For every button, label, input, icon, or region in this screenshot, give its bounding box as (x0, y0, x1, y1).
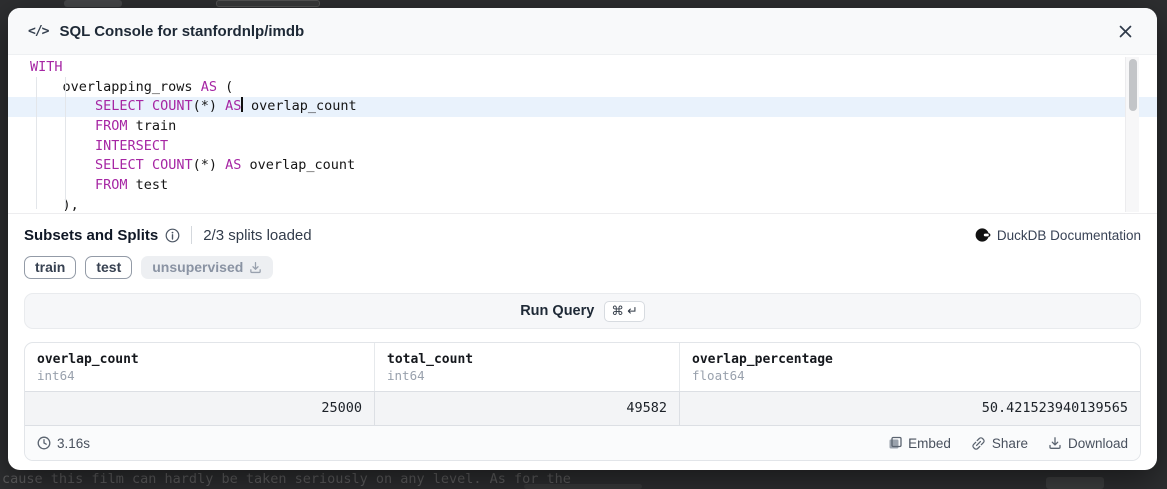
split-pills: train test unsupervised (24, 256, 1141, 279)
table-cell: 25000 (25, 392, 375, 425)
sql-code: WITH overlapping_rows AS ( SELECT COUNT(… (8, 58, 1157, 213)
column-header: total_count int64 (375, 343, 680, 391)
modal-title: SQL Console for stanfordnlp/imdb (59, 22, 305, 40)
sql-line: ), (30, 196, 79, 213)
share-button[interactable]: Share (971, 436, 1028, 451)
duration-value: 3.16s (57, 435, 91, 451)
code-icon: </> (28, 23, 50, 39)
splits-loaded-status: 2/3 splits loaded (203, 226, 312, 244)
sql-line: SELECT COUNT(*) AS overlap_count (95, 157, 356, 174)
background-page-text: cause this film can hardly be taken seri… (2, 471, 571, 487)
divider (191, 226, 193, 244)
duckdb-icon (975, 228, 991, 242)
sql-line: INTERSECT (95, 137, 169, 154)
keyboard-shortcut-badge: ⌘ ↵ (604, 300, 645, 322)
result-actions: Embed Share (888, 436, 1128, 451)
modal-header: </> SQL Console for stanfordnlp/imdb (8, 8, 1157, 55)
info-icon[interactable] (165, 228, 180, 243)
run-query-button[interactable]: Run Query ⌘ ↵ (24, 293, 1141, 329)
embed-button[interactable]: Embed (888, 436, 951, 451)
share-icon (972, 436, 985, 450)
background-fragment (64, 0, 122, 7)
editor-scrollbar-thumb[interactable] (1129, 59, 1137, 111)
console-body: Subsets and Splits 2/3 splits loaded (8, 214, 1157, 470)
editor-scrollbar[interactable] (1125, 57, 1139, 212)
text-cursor (241, 97, 243, 113)
table-cell: 50.421523940139565 (981, 400, 1128, 416)
background-fragment (1046, 477, 1104, 489)
background-fragment (524, 484, 642, 489)
results-table: overlap_count int64 total_count int64 ov… (24, 342, 1141, 461)
sql-line: WITH (30, 59, 63, 75)
splits-heading: Subsets and Splits (24, 226, 159, 244)
column-header: overlap_count int64 (25, 343, 375, 391)
split-pill-train[interactable]: train (24, 256, 77, 279)
sql-active-line: SELECT COUNT(*) AS overlap_count (8, 97, 1157, 118)
run-query-label: Run Query (520, 303, 595, 319)
close-button[interactable] (1114, 20, 1137, 43)
query-duration: 3.16s (37, 436, 90, 451)
duckdb-docs-link[interactable]: DuckDB Documentation (975, 227, 1141, 243)
close-icon (1119, 25, 1132, 37)
results-data-row: 25000 49582 50.421523940139565 (25, 391, 1140, 426)
download-icon (250, 261, 262, 273)
table-cell: 49582 (375, 392, 680, 425)
sql-console-modal: </> SQL Console for stanfordnlp/imdb WIT… (8, 8, 1157, 470)
sql-editor[interactable]: WITH overlapping_rows AS ( SELECT COUNT(… (8, 55, 1157, 214)
embed-icon (889, 436, 902, 449)
download-button[interactable]: Download (1048, 436, 1128, 451)
sql-line: FROM train (95, 118, 177, 135)
split-pill-test[interactable]: test (85, 256, 133, 279)
results-header-row: overlap_count int64 total_count int64 ov… (25, 343, 1140, 391)
clock-icon (37, 436, 51, 450)
download-icon (1049, 437, 1061, 449)
split-pill-unsupervised[interactable]: unsupervised (141, 256, 274, 279)
column-header: overlap_percentage float64 (692, 352, 833, 383)
background-fragment (216, 0, 320, 7)
splits-row: Subsets and Splits 2/3 splits loaded (24, 226, 1141, 244)
sql-line: FROM test (95, 177, 169, 194)
sql-line: overlapping_rows AS ( (30, 78, 234, 95)
results-footer: 3.16s Embed (25, 426, 1140, 460)
duckdb-docs-label: DuckDB Documentation (996, 227, 1141, 243)
